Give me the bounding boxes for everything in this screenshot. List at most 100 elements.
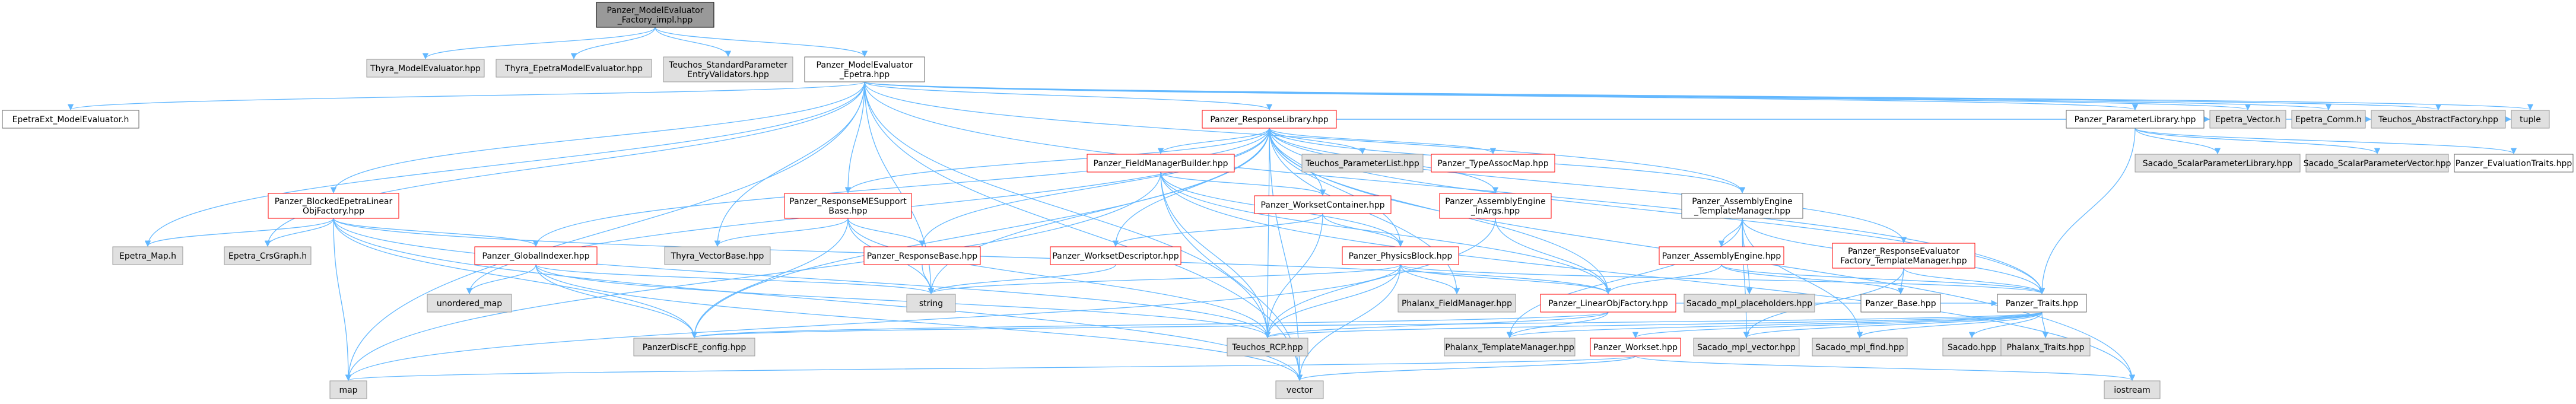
- edges-layer: [68, 27, 2533, 381]
- node-assembly-tm[interactable]: Panzer_AssemblyEngine_TemplateManager.hp…: [1681, 193, 1803, 219]
- node-label: Panzer_ResponseLibrary.hpp: [1210, 115, 1328, 125]
- node-box: [1681, 193, 1803, 219]
- node-label: Sacado_mpl_find.hpp: [1815, 343, 1904, 352]
- node-label: Panzer_WorksetDescriptor.hpp: [1052, 252, 1179, 261]
- node-box: [1087, 154, 1235, 173]
- node-box: [1942, 338, 2002, 357]
- edge-panzer_me_epetra-to-blocked_epetra_lof: [330, 81, 865, 194]
- edge-assembly_in_args-to-linear_obj_factory: [1495, 218, 1612, 295]
- edge-panzer_traits-to-teuchos_rcp: [1265, 311, 2043, 339]
- node-label: iostream: [2114, 386, 2151, 395]
- edge-assembly_tm-to-assembly_engine: [1718, 218, 1743, 247]
- node-label: EntryValidators.hpp: [687, 70, 769, 79]
- node-panzer-workset: Panzer_Workset.hpp: [1590, 338, 1681, 357]
- node-label: _InArgs.hpp: [1470, 206, 1520, 216]
- edge-blocked_epetra_lof-to-epetra_map: [144, 218, 334, 247]
- node-unordered-map: unordered_map: [427, 294, 512, 313]
- node-field-manager-builder: Panzer_FieldManagerBuilder.hpp: [1087, 154, 1235, 173]
- edge-workset_container-to-physics_block: [1322, 213, 1404, 247]
- node-string: string: [906, 294, 956, 313]
- node-label: Phalanx_Traits.hpp: [2006, 343, 2084, 352]
- node-label: Panzer_EvaluationTraits.hpp: [2456, 159, 2572, 168]
- edge-response_mesupport-to-panzer_discfe_config: [691, 218, 849, 339]
- node-box: [596, 2, 714, 28]
- edge-panzer_me_epetra-to-teuchos_rcp: [864, 81, 1271, 339]
- node-panzer-me-epetra[interactable]: Panzer_ModelEvaluator_Epetra.hpp: [804, 56, 925, 82]
- node-label: PanzerDiscFE_config.hpp: [643, 343, 747, 352]
- edge-root-to-teuchos_spev: [655, 27, 732, 58]
- edge-root-to-thyra_epetra_me: [570, 27, 656, 60]
- edge-field_manager_builder-to-linear_obj_factory: [1160, 171, 1612, 295]
- node-label: Teuchos_AbstractFactory.hpp: [2378, 115, 2498, 125]
- edge-linear_obj_factory-to-teuchos_rcp: [1265, 311, 1609, 339]
- edge-workset_container-to-workset_descriptor: [1112, 213, 1323, 247]
- edge-physics_block-to-vector: [1296, 264, 1401, 381]
- edge-physics_block-to-phalanx_fm: [1400, 264, 1460, 295]
- node-box: [268, 193, 399, 219]
- node-box: [1254, 195, 1392, 214]
- node-response-eval-factory-tm: Panzer_ResponseEvaluatorFactory_Template…: [1832, 243, 1975, 269]
- node-epetra-crsgraph: Epetra_CrsGraph.h: [224, 246, 312, 265]
- node-box: [224, 246, 312, 265]
- node-label: Panzer_ModelEvaluator: [607, 6, 704, 15]
- node-parameter-library[interactable]: Panzer_ParameterLibrary.hpp: [2066, 110, 2205, 129]
- node-iostream: iostream: [2104, 380, 2161, 399]
- node-epetra-comm: Epetra_Comm.h: [2291, 110, 2366, 129]
- node-box: [2104, 380, 2161, 399]
- edge-assembly_tm-to-phalanx_tm: [1506, 218, 1743, 339]
- node-box: [2209, 110, 2286, 129]
- node-box: [1997, 294, 2087, 313]
- node-panzer-traits[interactable]: Panzer_Traits.hpp: [1997, 294, 2087, 313]
- node-epetraext-me[interactable]: EpetraExt_ModelEvaluator.h: [2, 110, 139, 129]
- node-label: Panzer_FieldManagerBuilder.hpp: [1094, 159, 1228, 168]
- node-evaluation-traits[interactable]: Panzer_EvaluationTraits.hpp: [2454, 154, 2574, 173]
- node-label: tuple: [2520, 115, 2541, 125]
- edge-assembly_tm-to-sacado_mpl_vector: [1742, 218, 1750, 339]
- edge-response_library-to-response_base: [919, 128, 1270, 247]
- edge-response_library-to-workset_descriptor: [1112, 128, 1270, 247]
- node-panzer-discfe-config: PanzerDiscFE_config.hpp: [633, 338, 755, 357]
- node-assembly-in-args: Panzer_AssemblyEngine_InArgs.hpp: [1439, 193, 1552, 219]
- node-teuchos-spev: Teuchos_StandardParameterEntryValidators…: [663, 56, 793, 82]
- edge-assembly_engine-to-linear_obj_factory: [1605, 264, 1722, 295]
- edge-response_mesupport-to-response_base: [847, 218, 926, 247]
- node-box: [2, 110, 139, 129]
- node-response-library: Panzer_ResponseLibrary.hpp: [1202, 110, 1337, 129]
- edge-global_indexer-to-panzer_discfe_config: [535, 264, 698, 339]
- node-sacado-spl: Sacado_ScalarParameterLibrary.hpp: [2135, 154, 2301, 173]
- node-sacado-mpl-vector: Sacado_mpl_vector.hpp: [1693, 338, 1800, 357]
- node-box: [366, 59, 485, 78]
- edge-panzer_me_epetra-to-epetraext_me: [68, 81, 865, 111]
- node-label: Panzer_WorksetContainer.hpp: [1260, 201, 1384, 210]
- node-sacado: Sacado.hpp: [1942, 338, 2002, 357]
- node-box: [1227, 338, 1308, 357]
- node-label: Epetra_Comm.h: [2295, 115, 2362, 125]
- node-box: [863, 246, 981, 265]
- node-panzer-base[interactable]: Panzer_Base.hpp: [1860, 294, 1941, 313]
- node-physics-block: Panzer_PhysicsBlock.hpp: [1342, 246, 1459, 265]
- edge-panzer_traits-to-sacado_mpl_vector: [1743, 311, 2043, 339]
- node-label: _TemplateManager.hpp: [1694, 206, 1790, 216]
- edge-panzer_me_epetra-to-epetra_crsgraph: [264, 81, 865, 247]
- node-root: Panzer_ModelEvaluator_Factory_impl.hpp: [596, 2, 714, 28]
- node-box: [2000, 338, 2091, 357]
- node-box: [664, 246, 771, 265]
- edge-assembly_engine-to-panzer_base: [1721, 264, 1904, 295]
- node-vector: vector: [1275, 380, 1324, 399]
- edge-parameter_library-to-evaluation_traits: [2135, 128, 2517, 155]
- node-box: [1050, 246, 1181, 265]
- node-label: Epetra_Map.h: [119, 252, 176, 261]
- edge-panzer_me_epetra-to-map: [345, 81, 865, 381]
- node-epetra-vector: Epetra_Vector.h: [2209, 110, 2286, 129]
- edge-root-to-panzer_me_epetra: [655, 27, 868, 58]
- edge-response_library-to-global_indexer: [532, 128, 1270, 247]
- edge-parameter_library-to-sacado_spl: [2135, 128, 2221, 155]
- node-label: Epetra_Vector.h: [2215, 115, 2280, 125]
- edge-panzer_traits-to-phalanx_tm: [1507, 311, 2043, 339]
- node-box: [1659, 246, 1784, 265]
- node-label: Sacado_ScalarParameterVector.hpp: [2304, 159, 2451, 168]
- node-label: _Factory_impl.hpp: [617, 15, 693, 25]
- node-label: Teuchos_ParameterList.hpp: [1305, 159, 1419, 168]
- edge-response_library-to-field_manager_builder: [1157, 128, 1270, 155]
